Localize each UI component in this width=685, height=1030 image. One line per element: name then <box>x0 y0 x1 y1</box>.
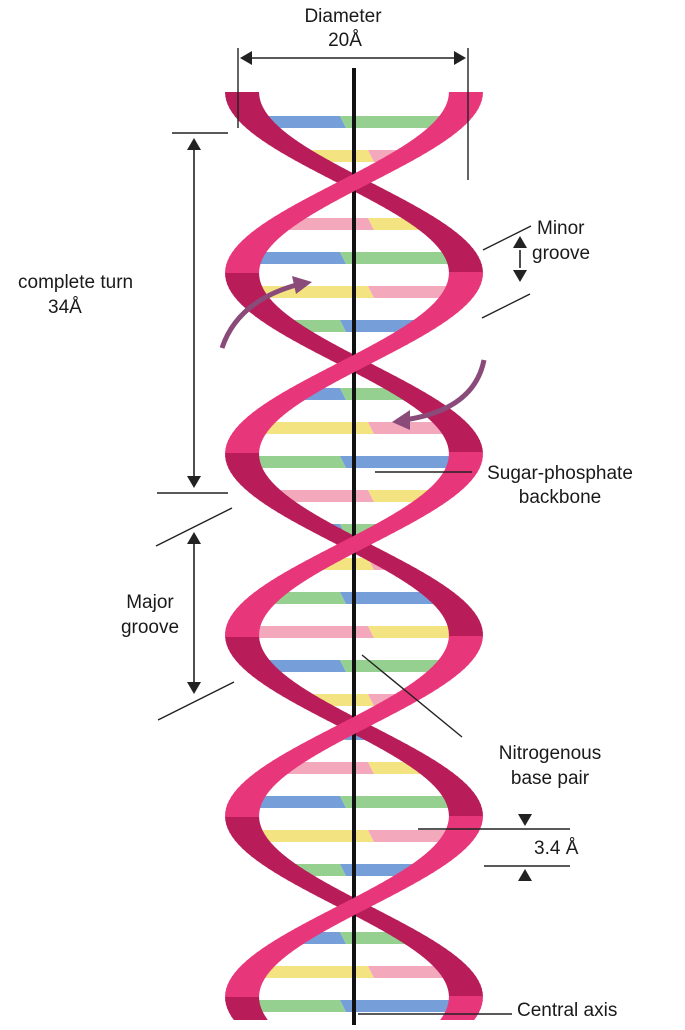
base-pair-label-1: Nitrogenous <box>470 743 630 765</box>
backbone-strand-segment <box>225 268 259 273</box>
diameter-title: Diameter <box>283 6 403 28</box>
diameter-value: 20Å <box>300 30 390 52</box>
central-axis-label: Central axis <box>517 1000 617 1022</box>
minor-groove-label-1: Minor <box>537 218 585 240</box>
rise-arrowhead-bottom <box>518 869 532 881</box>
base-half <box>340 1000 465 1012</box>
diameter-arrowhead-left <box>240 51 252 65</box>
backbone-strand-segment <box>225 632 259 637</box>
backbone-strand-segment <box>225 992 259 997</box>
major-groove-arrowhead-bottom <box>187 682 201 694</box>
backbone-strand-segment <box>225 812 259 817</box>
complete-turn-label: complete turn <box>18 272 133 294</box>
minor-groove-arrowhead-top <box>513 236 527 248</box>
complete-turn-value: 34Å <box>48 297 82 319</box>
backbone-strand-segment <box>440 1016 477 1020</box>
minor-groove-label-2: groove <box>532 243 590 265</box>
backbone-strand-segment <box>225 448 260 453</box>
major-groove-label-1: Major <box>100 592 200 614</box>
base-half <box>340 456 465 468</box>
backbone-label-2: backbone <box>480 487 640 509</box>
major-groove-arrowhead-top <box>187 532 201 544</box>
minor-groove-tick-bottom <box>482 294 530 318</box>
turn-arrowhead-top <box>187 138 201 150</box>
diameter-arrowhead-right <box>454 51 466 65</box>
backbone-strand-segment <box>231 1016 268 1020</box>
turn-arrowhead-bottom <box>187 476 201 488</box>
major-groove-label-2: groove <box>100 617 200 639</box>
backbone-label-1: Sugar-phosphate <box>450 463 670 485</box>
base-pair-label-2: base pair <box>480 768 620 790</box>
minor-groove-arrowhead-bottom <box>513 270 527 282</box>
rise-arrowhead-top <box>518 814 532 826</box>
rise-label: 3.4 Å <box>534 838 578 860</box>
